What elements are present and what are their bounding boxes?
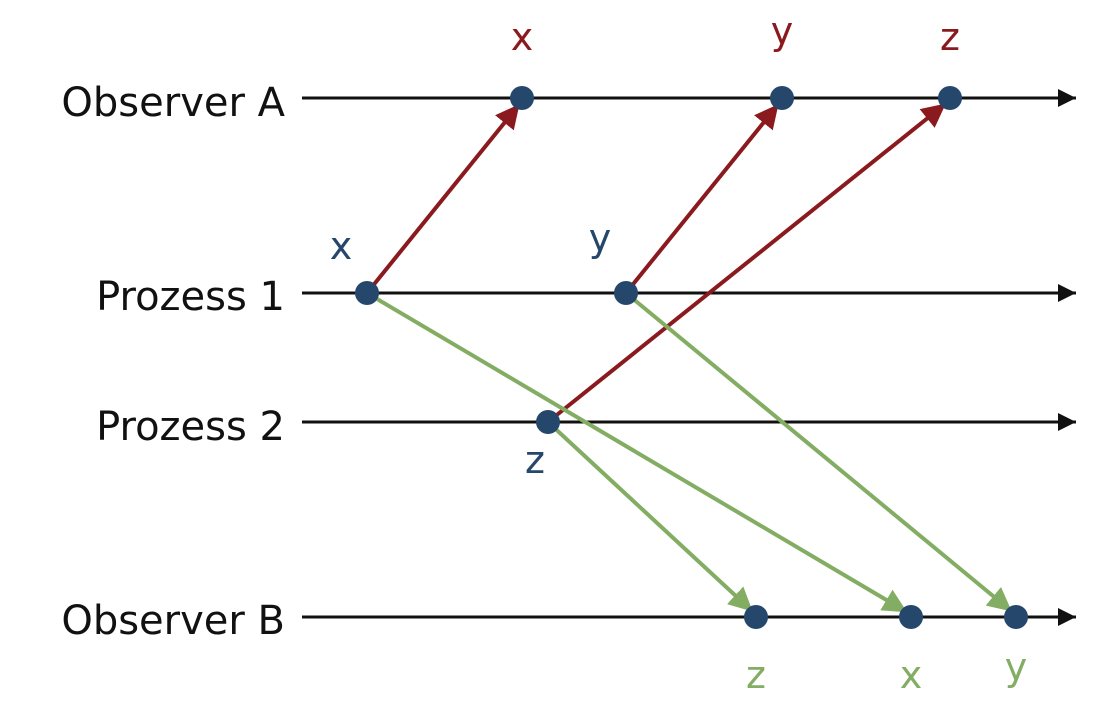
- event-label-prozess-1-x: x: [330, 224, 353, 268]
- event-dot-prozess-1-y: [614, 281, 638, 305]
- event-label-prozess-2-z: z: [525, 438, 545, 482]
- event-label-prozess-1-y: y: [589, 216, 612, 260]
- event-dot-prozess-1-x: [355, 281, 379, 305]
- event-label-observer-a-x: x: [511, 15, 534, 59]
- lane-label-observer-b: Observer B: [61, 598, 285, 644]
- event-label-observer-b-x: x: [900, 653, 923, 697]
- event-dot-prozess-2-z: [536, 410, 560, 434]
- message-z-to-observer-a: [546, 103, 946, 424]
- event-label-observer-a-z: z: [940, 15, 960, 59]
- lane-label-observer-a: Observer A: [61, 80, 285, 126]
- message-y-to-observer-b: [624, 291, 1012, 612]
- event-label-observer-b-z: z: [746, 653, 766, 697]
- event-label-observer-b-y: y: [1005, 645, 1028, 689]
- message-x-to-observer-a: [365, 104, 520, 295]
- message-z-to-observer-b: [546, 420, 753, 612]
- event-dot-observer-a-z: [938, 86, 962, 110]
- message-x-to-observer-b: [365, 291, 908, 613]
- lane-label-prozess-1: Prozess 1: [96, 274, 285, 320]
- message-y-to-observer-a: [624, 104, 779, 295]
- event-dot-observer-b-y: [1004, 605, 1028, 629]
- lane-label-prozess-2: Prozess 2: [96, 404, 285, 450]
- event-dot-observer-a-y: [770, 86, 794, 110]
- event-dot-observer-b-z: [744, 605, 768, 629]
- event-dot-observer-b-x: [899, 605, 923, 629]
- event-dot-observer-a-x: [510, 86, 534, 110]
- event-label-observer-a-y: y: [771, 9, 794, 53]
